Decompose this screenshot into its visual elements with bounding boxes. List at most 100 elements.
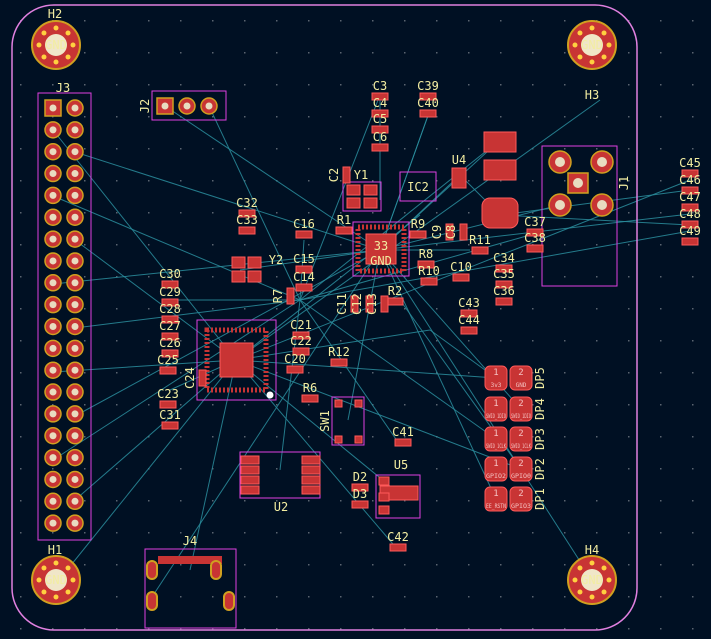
u4-pads[interactable]: [451, 167, 467, 189]
smd-pad-r10[interactable]: [420, 277, 438, 286]
smd-pad-c21[interactable]: [292, 331, 310, 340]
smd-pad-c2[interactable]: [342, 166, 351, 184]
smd-pad-r7[interactable]: [286, 287, 295, 305]
smd-pad-c31[interactable]: [161, 421, 179, 430]
smd-pad-c4[interactable]: [371, 109, 389, 118]
jumper-pad[interactable]: [509, 456, 533, 482]
smd-pad-r1[interactable]: [335, 226, 353, 235]
crystal-pad[interactable]: [231, 270, 246, 283]
exposed-pad[interactable]: [219, 342, 254, 378]
crystal-pad[interactable]: [231, 256, 246, 269]
smd-pad-c23[interactable]: [159, 400, 177, 409]
jumper-pad[interactable]: [484, 456, 508, 482]
inductor-pad[interactable]: [483, 131, 517, 153]
smd-pad-c46[interactable]: [681, 186, 699, 195]
usb-shield-pad[interactable]: [223, 591, 235, 611]
smd-pad-c27[interactable]: [161, 332, 179, 341]
smd-pad-r2[interactable]: [386, 297, 404, 306]
usb-shield-pad[interactable]: [146, 560, 158, 580]
ic-pad[interactable]: [301, 465, 321, 475]
smd-pad-c14[interactable]: [295, 283, 313, 292]
switch-pad[interactable]: [334, 435, 343, 444]
inductor-pad[interactable]: [483, 159, 517, 181]
jumper-pad[interactable]: [509, 396, 533, 422]
smd-pad-c8[interactable]: [459, 223, 468, 241]
smd-pad-c29[interactable]: [161, 298, 179, 307]
smd-pad-c3[interactable]: [371, 92, 389, 101]
u6-package[interactable]: [481, 197, 519, 229]
smd-pad-c26[interactable]: [161, 349, 179, 358]
smd-pad-c11[interactable]: [350, 295, 359, 313]
smd-pad-d3[interactable]: [351, 500, 369, 509]
switch-pad[interactable]: [334, 399, 343, 408]
smd-pad-r12[interactable]: [330, 358, 348, 367]
smd-pad-c16[interactable]: [295, 230, 313, 239]
crystal-pad[interactable]: [363, 197, 378, 209]
smd-pad-c13[interactable]: [380, 295, 389, 313]
ic-pad[interactable]: [378, 476, 390, 486]
qfn-pads[interactable]: [204, 327, 269, 393]
exposed-pad[interactable]: [365, 233, 397, 265]
ic-pad[interactable]: [240, 465, 260, 475]
smd-pad-c48[interactable]: [681, 220, 699, 229]
ic-pad[interactable]: [378, 492, 390, 502]
smd-pad-c40[interactable]: [419, 109, 437, 118]
smd-pad-c41[interactable]: [394, 438, 412, 447]
ic-pad[interactable]: [301, 485, 321, 495]
smd-pad-c28[interactable]: [161, 315, 179, 324]
smd-pad-c45[interactable]: [681, 169, 699, 178]
smd-pad-c44[interactable]: [460, 326, 478, 335]
smd-pad-c35[interactable]: [495, 280, 513, 289]
smd-pad-c10[interactable]: [452, 273, 470, 282]
smd-pad-d2[interactable]: [351, 483, 369, 492]
smd-pad-c15[interactable]: [295, 265, 313, 274]
ic-pad[interactable]: [301, 455, 321, 465]
jumper-pad[interactable]: [509, 486, 533, 512]
smd-pad-c12[interactable]: [365, 295, 374, 313]
smd-pad-c42[interactable]: [389, 543, 407, 552]
ic-pad[interactable]: [240, 485, 260, 495]
ic-pad[interactable]: [240, 475, 260, 485]
smd-pad-c30[interactable]: [161, 280, 179, 289]
qfn-pads[interactable]: [355, 224, 407, 274]
switch-pad[interactable]: [354, 399, 363, 408]
smd-pad-c22[interactable]: [292, 347, 310, 356]
smd-pad-c43[interactable]: [460, 309, 478, 318]
jumper-pad[interactable]: [484, 486, 508, 512]
smd-pad-c25[interactable]: [159, 366, 177, 375]
smd-pad-c32[interactable]: [238, 209, 256, 218]
smd-pad-c24[interactable]: [198, 369, 207, 387]
smd-pad-r8[interactable]: [417, 260, 435, 269]
smd-pad-c49[interactable]: [681, 237, 699, 246]
ic-pad[interactable]: [378, 505, 390, 515]
smd-pad-c6[interactable]: [371, 143, 389, 152]
smd-pad-r9[interactable]: [409, 230, 427, 239]
crystal-pad[interactable]: [247, 270, 262, 283]
smd-pad-c34[interactable]: [495, 264, 513, 273]
smd-pad-c38[interactable]: [526, 244, 544, 253]
ic-pad[interactable]: [301, 475, 321, 485]
smd-pad-c37[interactable]: [526, 228, 544, 237]
smd-pad-r11[interactable]: [471, 246, 489, 255]
smd-pad-c20[interactable]: [286, 365, 304, 374]
smd-pad-c39[interactable]: [419, 92, 437, 101]
crystal-pad[interactable]: [346, 184, 361, 196]
jumper-pad[interactable]: [484, 396, 508, 422]
jumper-pad[interactable]: [484, 365, 508, 391]
jumper-pad[interactable]: [509, 426, 533, 452]
crystal-pad[interactable]: [346, 197, 361, 209]
smd-pad-c47[interactable]: [681, 203, 699, 212]
crystal-pad[interactable]: [247, 256, 262, 269]
ic-pad[interactable]: [240, 455, 260, 465]
crystal-pad[interactable]: [363, 184, 378, 196]
smd-pad-r6[interactable]: [301, 394, 319, 403]
jumper-pad[interactable]: [484, 426, 508, 452]
usb-pads[interactable]: [158, 556, 222, 564]
switch-pad[interactable]: [354, 435, 363, 444]
smd-pad-c9[interactable]: [445, 223, 454, 241]
jumper-pad[interactable]: [509, 365, 533, 391]
smd-pad-c5[interactable]: [371, 125, 389, 134]
smd-pad-c33[interactable]: [238, 226, 256, 235]
usb-shield-pad[interactable]: [146, 591, 158, 611]
